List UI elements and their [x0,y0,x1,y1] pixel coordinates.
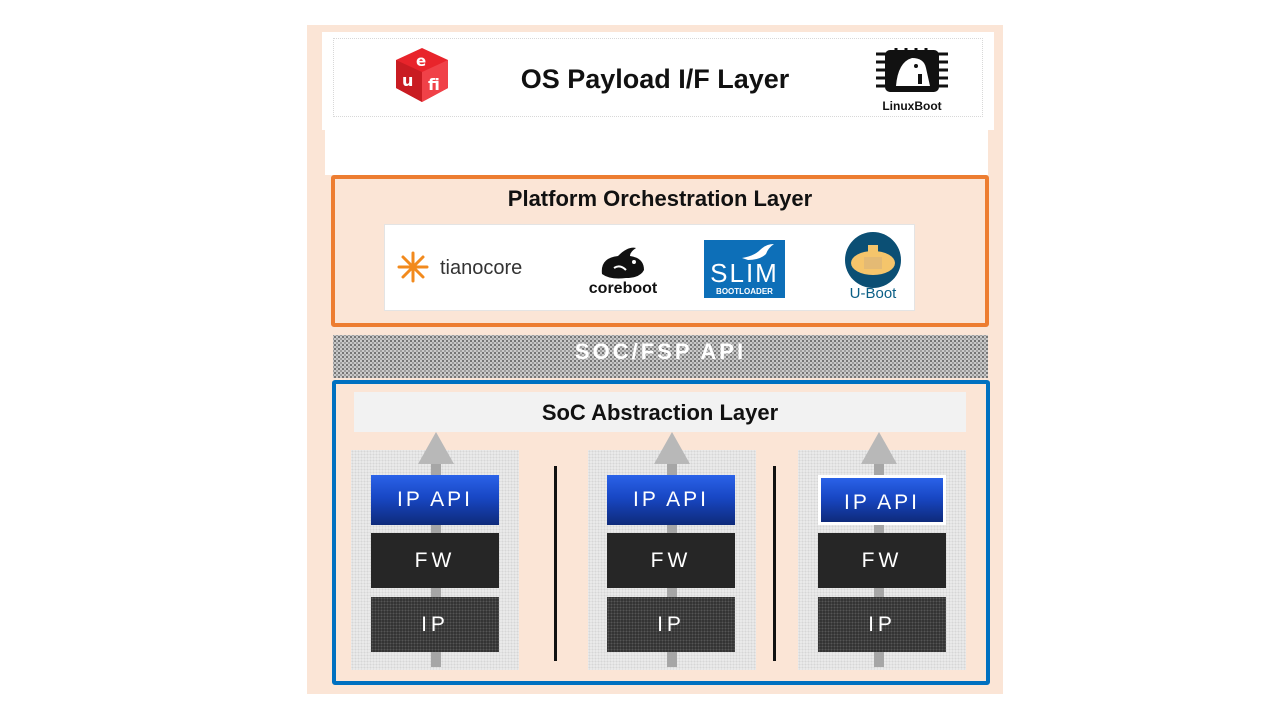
slim-bootloader-logo [704,240,785,298]
ip-block: IP [371,597,499,652]
tianocore-label: tianocore [440,257,523,279]
uboot-label: U-Boot [849,285,897,302]
linuxboot-chip-icon [876,48,948,92]
ip-block: IP [818,597,946,652]
ip-api-block: IP API [371,475,499,525]
uefi-logo-icon: u e fi [396,48,448,102]
hummingbird-icon [742,244,774,260]
svg-text:fi: fi [428,75,440,94]
firmware-logo-strip [384,224,915,311]
soc-fsp-api-label: SOC/FSP API [574,339,747,364]
fw-block: FW [371,533,499,588]
ip-block: IP [607,597,735,652]
linuxboot-label: LinuxBoot [882,99,942,113]
platform-orchestration-layer [331,175,989,327]
os-layer-frame [333,38,983,117]
upward-arrow-icon [861,432,897,464]
upward-arrow-icon [654,432,690,464]
coreboot-rabbit-icon [601,247,644,279]
fw-block: FW [818,533,946,588]
ip-api-block: IP API [818,475,946,525]
soc-abstraction-layer [332,380,990,685]
column-separator [554,466,557,661]
svg-text:e: e [416,52,426,70]
column-separator [773,466,776,661]
soc-layer-title-bar [354,392,966,432]
slim-label: SLIM [710,258,779,288]
svg-text:u: u [402,71,413,90]
uboot-submarine-icon [845,232,901,288]
slim-bootloader-label: BOOTLOADER [716,287,773,296]
soc-layer-title: SoC Abstraction Layer [541,400,779,425]
coreboot-label: coreboot [588,280,658,297]
os-layer-title: OS Payload I/F Layer [520,64,790,94]
tianocore-logo-icon [397,251,429,283]
soc-fsp-api-band [333,335,988,378]
upward-arrow-icon [418,432,454,464]
platform-layer-title: Platform Orchestration Layer [507,186,813,211]
ip-api-block: IP API [607,475,735,525]
fw-block: FW [607,533,735,588]
